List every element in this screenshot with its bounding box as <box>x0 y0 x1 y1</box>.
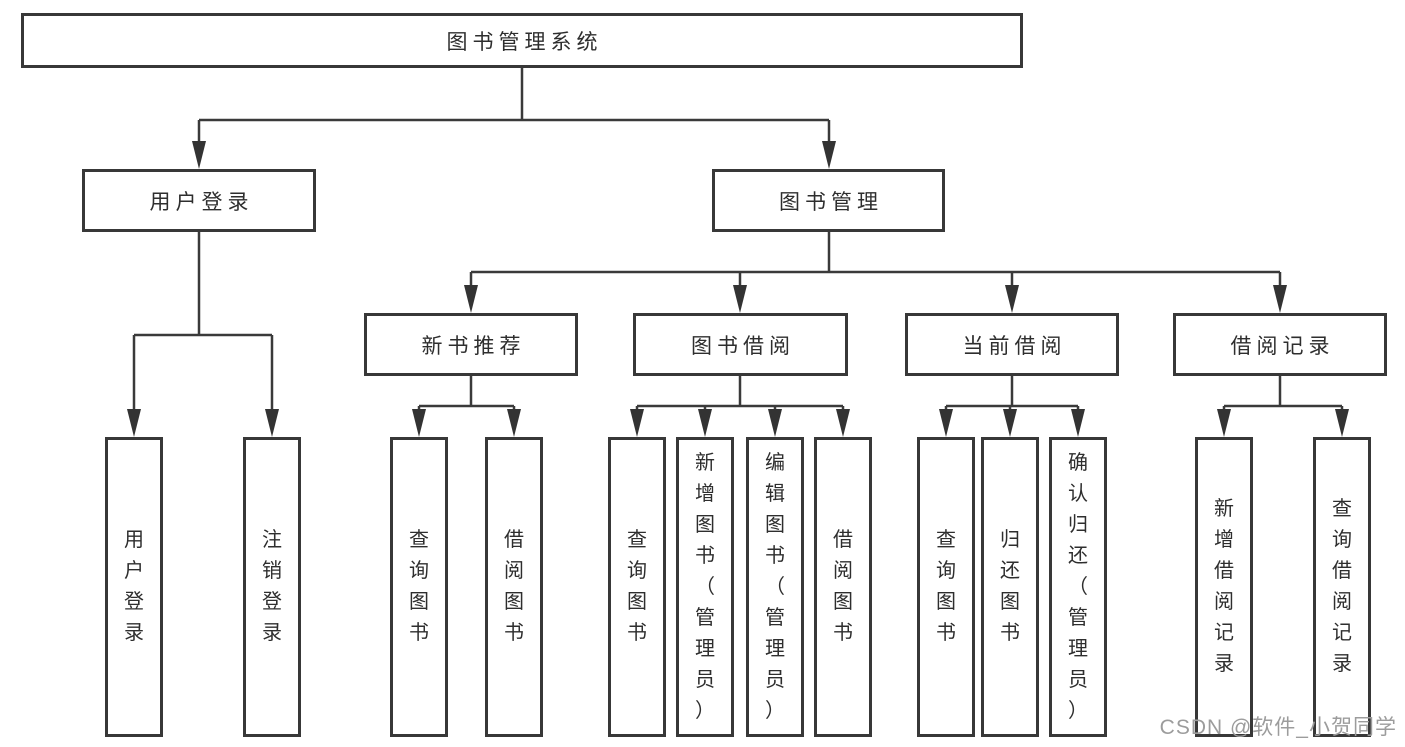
arrowhead-icon <box>939 409 953 437</box>
leaf-borrow-books-2: 借阅图书 <box>814 437 872 737</box>
node-book-management-label: 图书管理 <box>779 190 883 214</box>
leaf-query-books-1-label: 查询图书 <box>409 529 429 644</box>
leaf-logout-label: 注销登录 <box>262 529 282 644</box>
connector-root-to-level1 <box>192 68 836 169</box>
connector-login-to-leaves <box>127 232 279 437</box>
leaf-edit-books-admin: 编辑图书（管理员） <box>746 437 804 737</box>
arrowhead-icon <box>192 141 206 169</box>
arrowhead-icon <box>822 141 836 169</box>
node-borrowing-records: 借阅记录 <box>1173 313 1387 376</box>
connector-records-to-leaves <box>1217 376 1349 437</box>
leaf-edit-books-admin-label: 编辑图书（管理员） <box>765 451 785 722</box>
arrowhead-icon <box>464 285 478 313</box>
leaf-confirm-return-admin: 确认归还（管理员） <box>1049 437 1107 737</box>
leaf-query-books-2-label: 查询图书 <box>627 529 647 644</box>
leaf-query-books-3: 查询图书 <box>917 437 975 737</box>
arrowhead-icon <box>733 285 747 313</box>
leaf-add-books-admin-label: 新增图书（管理员） <box>695 451 715 722</box>
arrowhead-icon <box>698 409 712 437</box>
leaf-query-borrow-record-label: 查询借阅记录 <box>1332 498 1352 675</box>
arrowhead-icon <box>768 409 782 437</box>
leaf-borrow-books-1: 借阅图书 <box>485 437 543 737</box>
node-current-borrowing-label: 当前借阅 <box>962 334 1067 358</box>
connector-borrow-to-leaves <box>630 376 850 437</box>
arrowhead-icon <box>1003 409 1017 437</box>
arrowhead-icon <box>1071 409 1085 437</box>
arrowhead-icon <box>630 409 644 437</box>
node-user-login-module-label: 用户登录 <box>149 190 254 214</box>
arrowhead-icon <box>265 409 279 437</box>
node-new-book-recommend: 新书推荐 <box>364 313 578 376</box>
leaf-borrow-books-1-label: 借阅图书 <box>504 529 524 644</box>
leaf-query-books-1: 查询图书 <box>390 437 448 737</box>
leaf-query-borrow-record: 查询借阅记录 <box>1313 437 1371 737</box>
connector-current-to-leaves <box>939 376 1085 437</box>
node-library-system: 图书管理系统 <box>21 13 1023 68</box>
leaf-return-books-label: 归还图书 <box>1000 529 1020 644</box>
leaf-user-login-label: 用户登录 <box>124 529 144 644</box>
node-book-borrowing-label: 图书借阅 <box>691 334 795 358</box>
node-new-book-recommend-label: 新书推荐 <box>421 334 526 358</box>
arrowhead-icon <box>127 409 141 437</box>
node-book-borrowing: 图书借阅 <box>633 313 848 376</box>
leaf-query-books-2: 查询图书 <box>608 437 666 737</box>
leaf-add-books-admin: 新增图书（管理员） <box>676 437 734 737</box>
arrowhead-icon <box>1217 409 1231 437</box>
node-book-management: 图书管理 <box>712 169 945 232</box>
leaf-logout: 注销登录 <box>243 437 301 737</box>
leaf-return-books: 归还图书 <box>981 437 1039 737</box>
node-current-borrowing: 当前借阅 <box>905 313 1119 376</box>
arrowhead-icon <box>1335 409 1349 437</box>
node-user-login-module: 用户登录 <box>82 169 316 232</box>
leaf-user-login: 用户登录 <box>105 437 163 737</box>
arrowhead-icon <box>507 409 521 437</box>
leaf-borrow-books-2-label: 借阅图书 <box>833 529 853 644</box>
leaf-add-borrow-record: 新增借阅记录 <box>1195 437 1253 737</box>
arrowhead-icon <box>1005 285 1019 313</box>
leaf-confirm-return-admin-label: 确认归还（管理员） <box>1068 451 1088 722</box>
node-library-system-label: 图书管理系统 <box>446 30 603 54</box>
leaf-query-books-3-label: 查询图书 <box>936 529 956 644</box>
connector-newbooks-to-leaves <box>412 376 521 437</box>
node-borrowing-records-label: 借阅记录 <box>1230 334 1335 358</box>
csdn-watermark: CSDN @软件_小贺同学 <box>1159 716 1397 739</box>
arrowhead-icon <box>836 409 850 437</box>
arrowhead-icon <box>412 409 426 437</box>
leaf-add-borrow-record-label: 新增借阅记录 <box>1214 498 1234 675</box>
arrowhead-icon <box>1273 285 1287 313</box>
connector-mgmt-to-level2 <box>464 232 1287 313</box>
